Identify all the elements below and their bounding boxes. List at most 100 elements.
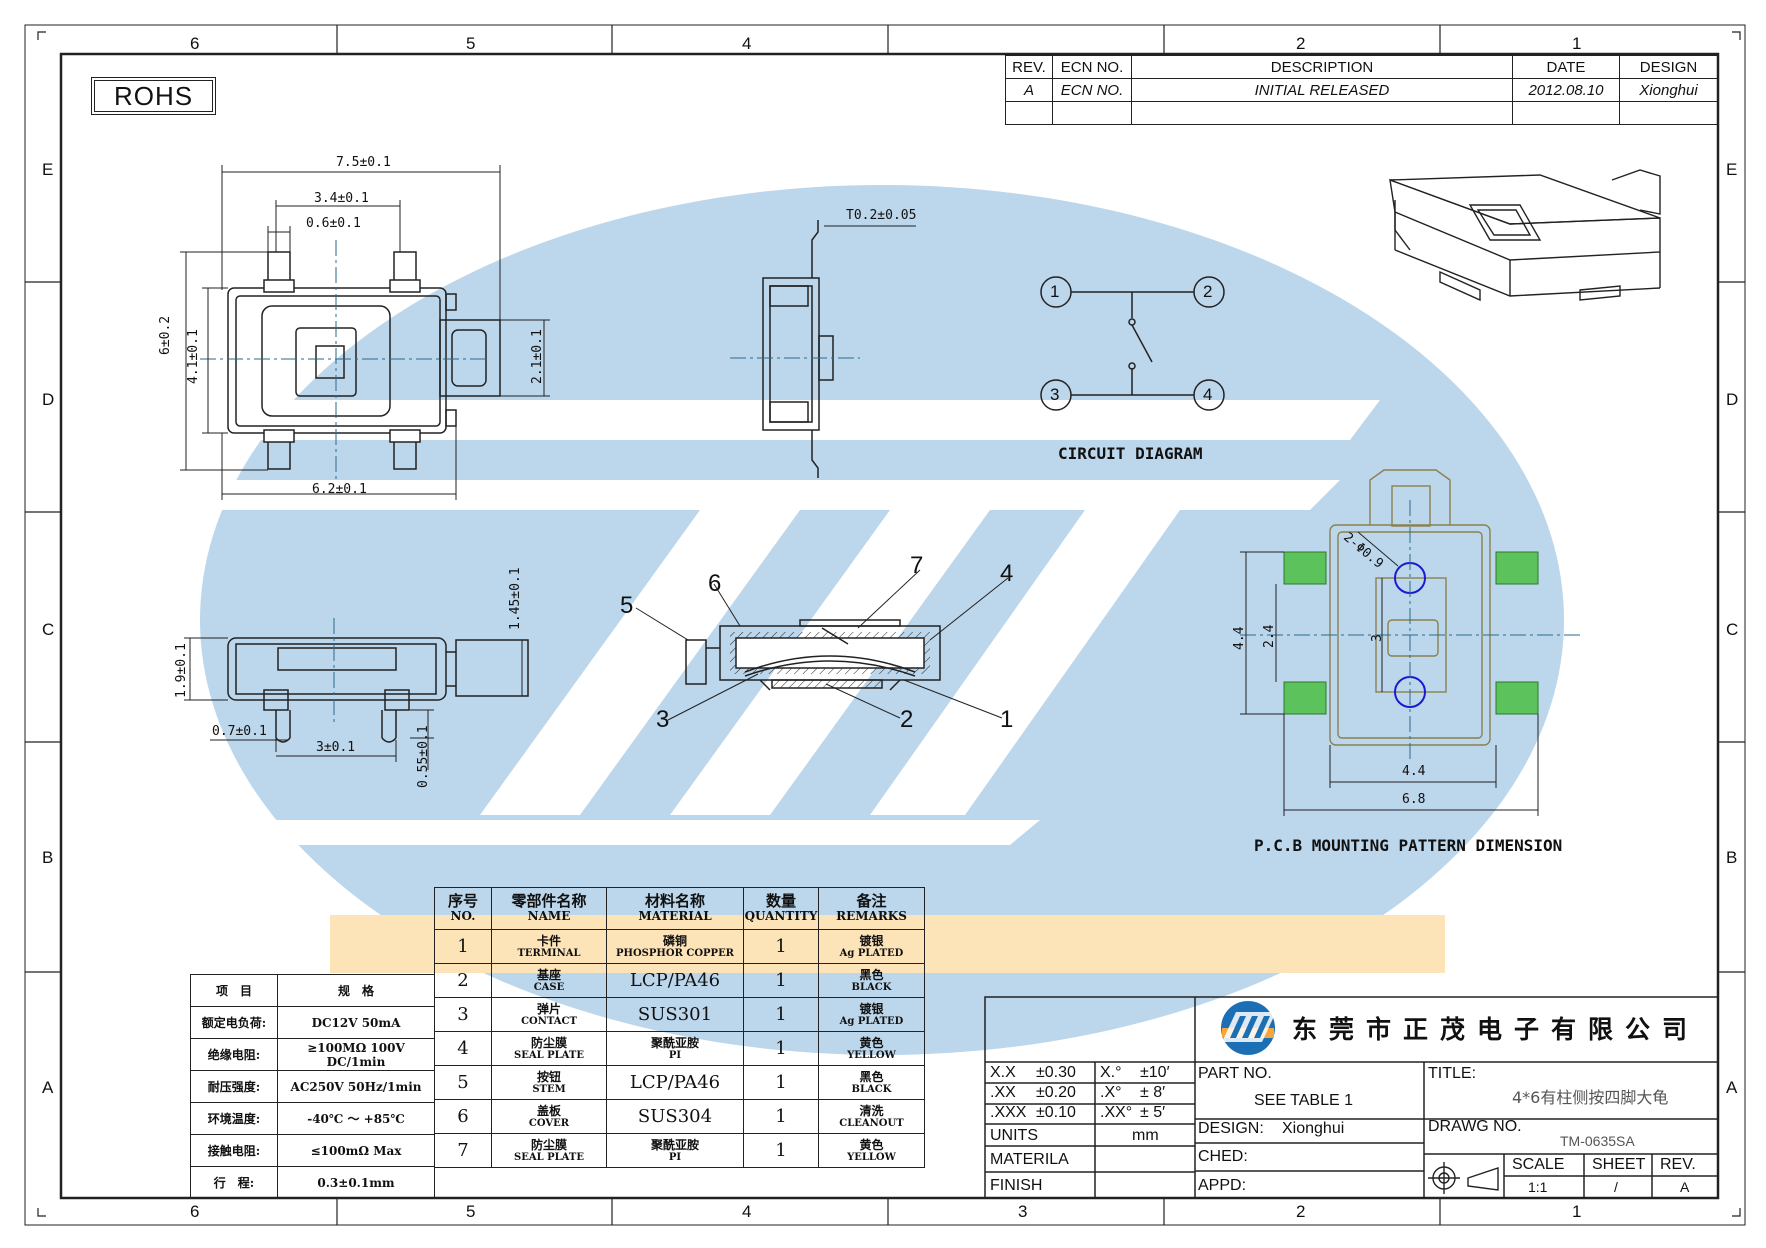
design-value: Xionghui bbox=[1282, 1120, 1345, 1137]
spec-row: 额定电负荷:DC12V 50mA bbox=[190, 1006, 435, 1039]
spec-row: 耐压强度:AC250V 50Hz/1min bbox=[190, 1070, 435, 1103]
tolerance-cell: .XX bbox=[990, 1084, 1016, 1101]
zone-col-3-bottom: 3 bbox=[1018, 1202, 1028, 1221]
tolerance-cell: .XXX bbox=[990, 1104, 1027, 1121]
zone-col-5-top: 5 bbox=[466, 34, 476, 53]
zone-col-2-bottom: 2 bbox=[1296, 1202, 1306, 1221]
circuit-node-2: 2 bbox=[1203, 282, 1213, 301]
dim-button-width: 2.1±0.1 bbox=[530, 329, 545, 384]
tolerance-cell: .XX° bbox=[1100, 1104, 1133, 1121]
tolerance-cell: X.X bbox=[990, 1064, 1016, 1081]
company-logo-icon bbox=[1221, 1001, 1276, 1055]
parts-cell-no: 7 bbox=[434, 1133, 492, 1168]
section-view bbox=[685, 619, 941, 691]
projection-symbol-icon bbox=[1428, 1162, 1499, 1194]
zone-col-5-bottom: 5 bbox=[466, 1202, 476, 1221]
callout-4: 4 bbox=[1000, 560, 1014, 587]
sheet-value: / bbox=[1614, 1179, 1618, 1195]
spec-cell-item: 行 程: bbox=[190, 1166, 278, 1199]
spec-cell-item: 额定电负荷: bbox=[190, 1006, 278, 1039]
zone-row-b-right: B bbox=[1726, 848, 1738, 867]
circuit-node-3: 3 bbox=[1050, 385, 1060, 404]
dim-width-overall: 7.5±0.1 bbox=[336, 155, 391, 170]
spec-cell-item: 接触电阻: bbox=[190, 1134, 278, 1167]
units-label: UNITS bbox=[990, 1127, 1038, 1144]
parts-cell-material: SUS304 bbox=[606, 1099, 744, 1134]
scale-label: SCALE bbox=[1512, 1156, 1565, 1173]
rev-header-date: DATE bbox=[1512, 55, 1620, 79]
zone-row-c-right: C bbox=[1726, 620, 1739, 639]
zone-row-c-left: C bbox=[42, 620, 55, 639]
parts-cell-no: 3 bbox=[434, 997, 492, 1032]
tolerance-cell: ±0.10 bbox=[1036, 1104, 1076, 1121]
circuit-node-1: 1 bbox=[1050, 282, 1060, 301]
design-label: DESIGN: bbox=[1198, 1120, 1264, 1137]
tolerance-cell: ± 8′ bbox=[1140, 1084, 1166, 1101]
pcb-dims bbox=[1240, 531, 1539, 816]
callout-1: 1 bbox=[1000, 706, 1014, 733]
zone-row-e-right: E bbox=[1726, 160, 1738, 179]
pcb-dim-hole-pitch: 3 bbox=[1370, 634, 1385, 642]
callout-3: 3 bbox=[656, 706, 670, 733]
revision-table: REV. ECN NO. DESCRIPTION DATE DESIGN A E… bbox=[1005, 55, 1718, 125]
rev-header-design: DESIGN bbox=[1619, 55, 1718, 79]
rohs-badge: ROHS bbox=[91, 77, 216, 115]
parts-cell-material: LCP/PA46 bbox=[606, 963, 744, 998]
dim-button-height: 1.45±0.1 bbox=[508, 567, 523, 630]
spec-cell-item: 绝缘电阻: bbox=[190, 1038, 278, 1071]
circuit-node-4: 4 bbox=[1203, 385, 1213, 404]
parts-cell-qty: 1 bbox=[743, 1065, 819, 1100]
spec-row: 行 程:0.3±0.1mm bbox=[190, 1166, 435, 1199]
spec-row: 接触电阻:≤100mΩ Max bbox=[190, 1134, 435, 1167]
rev-cell-rev: A bbox=[1005, 78, 1053, 102]
parts-cell-qty: 1 bbox=[743, 1031, 819, 1066]
tolerance-cell: X.° bbox=[1100, 1064, 1122, 1081]
dim-pin-pitch: 3±0.1 bbox=[316, 740, 356, 755]
zone-row-a-right: A bbox=[1726, 1078, 1738, 1097]
callout-5: 5 bbox=[620, 592, 634, 619]
zone-row-e-left: E bbox=[42, 160, 54, 179]
callout-7: 7 bbox=[910, 552, 924, 579]
side-view bbox=[730, 220, 916, 478]
zone-col-1-top: 1 bbox=[1572, 34, 1582, 53]
spec-header-item: 项 目 bbox=[190, 974, 278, 1007]
iso-view bbox=[1389, 169, 1661, 302]
zone-col-4-bottom: 4 bbox=[742, 1202, 752, 1221]
sheet-label: SHEET bbox=[1592, 1156, 1646, 1173]
pcb-dim-pad-span: 4.4 bbox=[1232, 626, 1247, 650]
callout-2: 2 bbox=[900, 706, 914, 733]
rohs-label: ROHS bbox=[94, 80, 213, 112]
spec-row: 环境温度:-40℃ ～ +85℃ bbox=[190, 1102, 435, 1135]
dim-pin-length: 0.55±0.1 bbox=[416, 725, 431, 788]
parts-cell-material: SUS301 bbox=[606, 997, 744, 1032]
units-value: mm bbox=[1132, 1127, 1159, 1144]
tolerance-cell: ±0.30 bbox=[1036, 1064, 1076, 1081]
rev-cell-design: Xionghui bbox=[1619, 78, 1718, 102]
zone-row-b-left: B bbox=[42, 848, 54, 867]
parts-cell-qty: 1 bbox=[743, 929, 819, 964]
spec-cell-value: 0.3±0.1mm bbox=[277, 1166, 435, 1199]
top-view bbox=[200, 240, 501, 480]
front-view bbox=[227, 618, 529, 743]
appd-label: APPD: bbox=[1198, 1177, 1247, 1194]
spec-cell-value: DC12V 50mA bbox=[277, 1006, 435, 1039]
dim-terminal-span: 3.4±0.1 bbox=[314, 191, 369, 206]
dim-body-height: 4.1±0.1 bbox=[186, 329, 201, 384]
